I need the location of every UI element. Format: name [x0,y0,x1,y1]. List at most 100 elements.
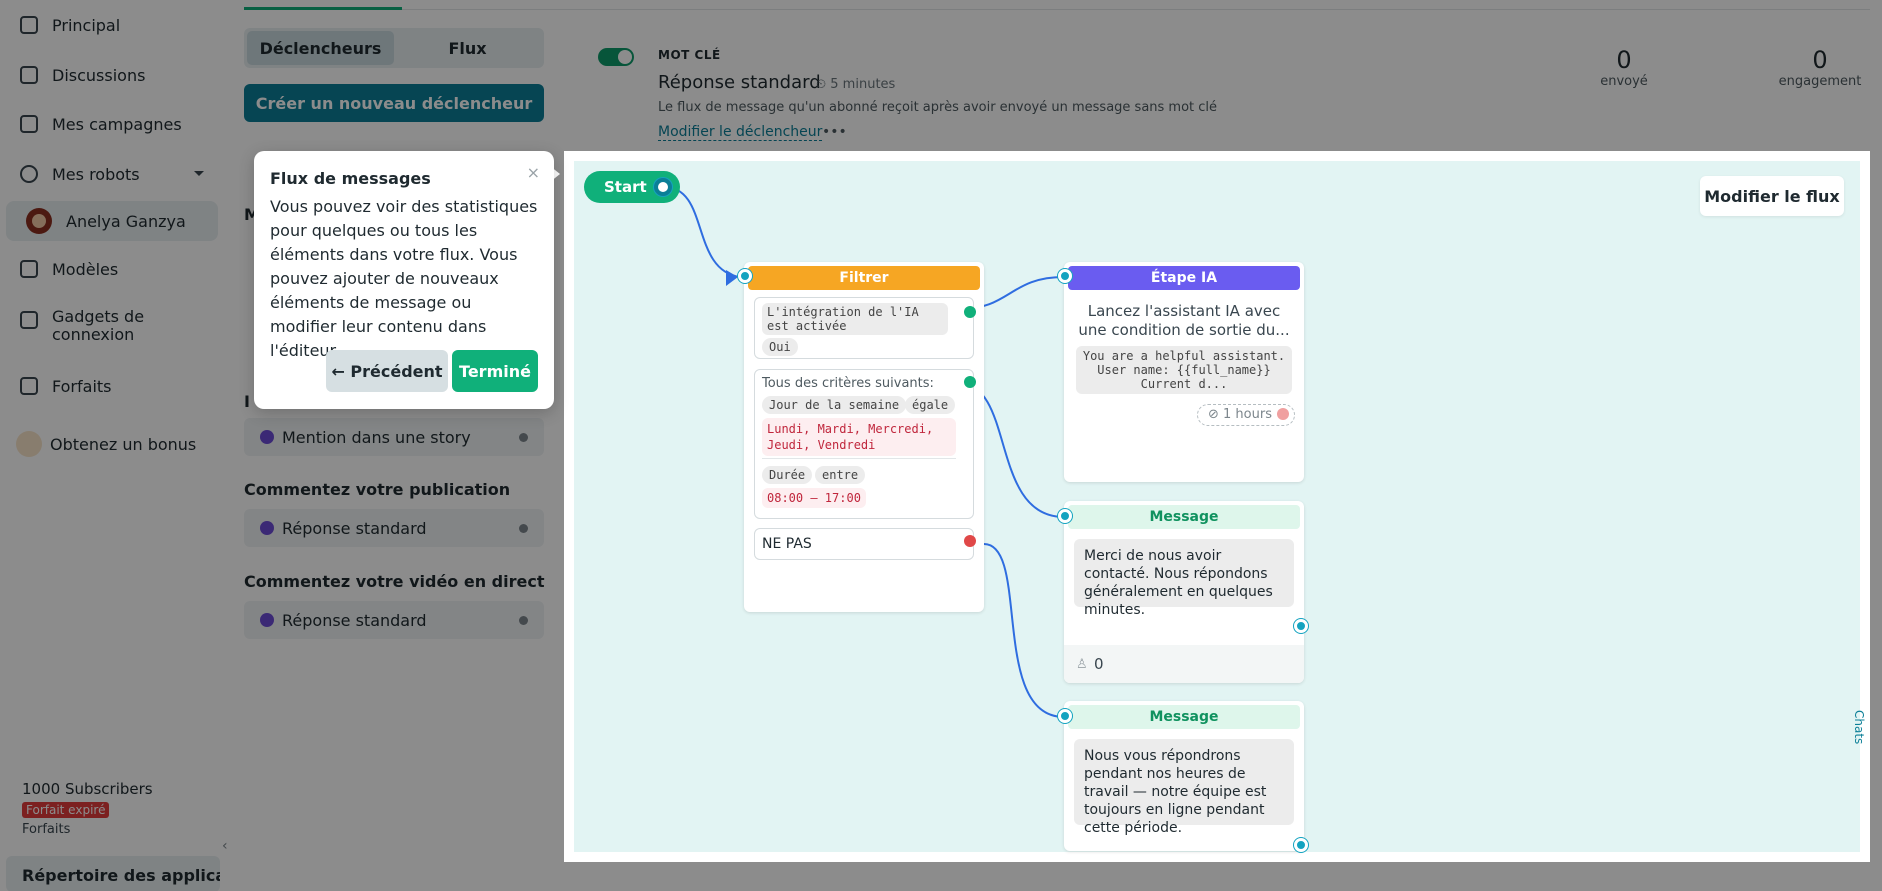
start-port[interactable] [654,178,672,196]
sidebar-item-label: Forfaits [52,376,112,396]
trigger-item[interactable]: Réponse standard [244,509,544,547]
stat-sent: 0 envoyé [1574,46,1674,89]
trigger-type-icon [260,430,274,444]
plans-link[interactable]: Forfaits [22,822,71,837]
sidebar-item-discussions[interactable]: Discussions [0,55,220,95]
templates-icon [20,260,38,278]
trigger-item[interactable]: Réponse standard [244,601,544,639]
sidebar-item-label: Discussions [52,65,146,85]
condition-operator: égale [905,396,956,414]
message-node[interactable]: Message Nous vous répondrons pendant nos… [1064,701,1304,851]
condition-value: Lundi, Mardi, Mercredi, Jeudi, Vendredi [762,418,956,456]
section-title: Commentez votre publication [244,480,511,499]
message-node[interactable]: Message Merci de nous avoir contacté. No… [1064,501,1304,683]
edit-flow-button[interactable]: Modifier le flux [1700,176,1844,216]
trigger-item[interactable]: Mention dans une story [244,418,544,456]
trigger-item-label: Mention dans une story [282,427,471,447]
trigger-type-icon [260,521,274,535]
trigger-card: MOT CLÉ Réponse standard ⏲ 5 minutes Le … [574,28,1870,150]
timeout-port[interactable] [1277,408,1289,420]
sidebar-item-templates[interactable]: Modèles [0,249,220,289]
status-dot [519,616,528,625]
filter-else[interactable]: NE PAS [754,528,976,560]
message1-input-port[interactable] [1058,509,1072,523]
message2-output-port[interactable] [1294,838,1308,852]
condition-value: Oui [762,338,798,356]
sidebar-item-bonus[interactable]: Obtenez un bonus [0,424,220,464]
sidebar-item-principal[interactable]: Principal [0,5,220,45]
ai-step-node[interactable]: Étape IA Lancez l'assistant IA avec une … [1064,262,1304,482]
divider [762,458,956,459]
trigger-item-label: Réponse standard [282,610,427,630]
start-node[interactable]: Start [584,171,680,203]
ai-step-description: Lancez l'assistant IA avec une condition… [1078,302,1290,339]
chats-side-tab[interactable]: Chats [1852,710,1866,745]
divider [402,9,1870,10]
condition-port[interactable] [964,376,976,388]
message-stats: ♙ 0 [1064,645,1304,683]
condition-port[interactable] [964,306,976,318]
sidebar-item-robots[interactable]: Mes robots [0,154,220,194]
sidebar-item-label: Mes campagnes [52,114,182,134]
collapse-icon[interactable]: ‹ [222,838,228,854]
edit-trigger-link[interactable]: Modifier le déclencheur [658,124,823,141]
condition-operator: entre [815,466,866,484]
stat-label: engagement [1778,74,1862,89]
sidebar-item-gadgets[interactable]: Gadgets de connexion [0,308,220,358]
previous-button[interactable]: ← Précédent [326,350,448,392]
plan-expired-badge: Forfait expiré [22,802,110,818]
trigger-toggle[interactable] [598,48,634,66]
section-title: Commentez votre vidéo en direct [244,572,545,591]
stat-value: 0 [1812,46,1828,74]
widget-icon [20,311,38,329]
done-button[interactable]: Terminé [452,350,538,392]
more-icon[interactable]: ••• [822,124,847,140]
create-trigger-button[interactable]: Créer un nouveau déclencheur [244,84,544,122]
chat-icon [20,66,38,84]
message-text: Merci de nous avoir contacté. Nous répon… [1074,539,1294,618]
filter-node[interactable]: Filtrer L'intégration de l'IA est activé… [744,262,984,612]
timeout-value: 1 hours [1223,407,1272,422]
trigger-type-label: MOT CLÉ [658,48,721,62]
node-title: Étape IA [1068,266,1300,290]
plans-icon [20,377,38,395]
filter-condition[interactable]: L'intégration de l'IA est activée Oui [754,297,976,359]
tab-triggers[interactable]: Déclencheurs [247,31,394,65]
message2-input-port[interactable] [1058,709,1072,723]
gift-icon [16,431,42,457]
stat-label: envoyé [1600,74,1648,89]
tooltip-arrow [550,166,560,182]
filter-condition-group[interactable]: Tous des critères suivants: Jour de la s… [754,369,976,519]
sidebar-item-campaigns[interactable]: Mes campagnes [0,104,220,144]
stat-value: 0 [1616,46,1632,74]
message-count: 0 [1094,655,1104,673]
delay-label: ⏲ 5 minutes [816,77,896,92]
trigger-type-icon [260,613,274,627]
trigger-item-label: Réponse standard [282,518,427,538]
start-label: Start [604,178,647,196]
app-directory-button[interactable]: Répertoire des applications [6,856,220,891]
trigger-name: Réponse standard [658,72,821,93]
message1-output-port[interactable] [1294,619,1308,633]
sidebar-item-label: Mes robots [52,164,140,184]
subscribers-count: 1000 Subscribers [22,780,153,798]
ai-input-port[interactable] [1058,269,1072,283]
partial-section-title: I [244,392,250,411]
sidebar-item-account[interactable]: Anelya Ganzya [6,201,218,241]
condition-field: Durée [762,466,813,484]
else-port[interactable] [964,535,976,547]
sidebar-item-label: Principal [52,15,121,35]
node-title: Filtrer [748,266,980,290]
filter-input-port[interactable] [738,269,752,283]
avatar [26,208,52,234]
condition-field: L'intégration de l'IA est activée [762,303,948,335]
tab-flows[interactable]: Flux [448,38,487,58]
message-text: Nous vous répondrons pendant nos heures … [1074,739,1294,836]
chevron-down-icon [194,171,204,176]
sidebar-item-plans[interactable]: Forfaits [0,366,220,406]
node-title: Message [1068,705,1300,729]
condition-group-header: Tous des critères suivants: [762,376,934,391]
close-icon[interactable]: × [526,163,540,182]
status-dot [519,524,528,533]
tooltip-title: Flux de messages [270,169,431,188]
